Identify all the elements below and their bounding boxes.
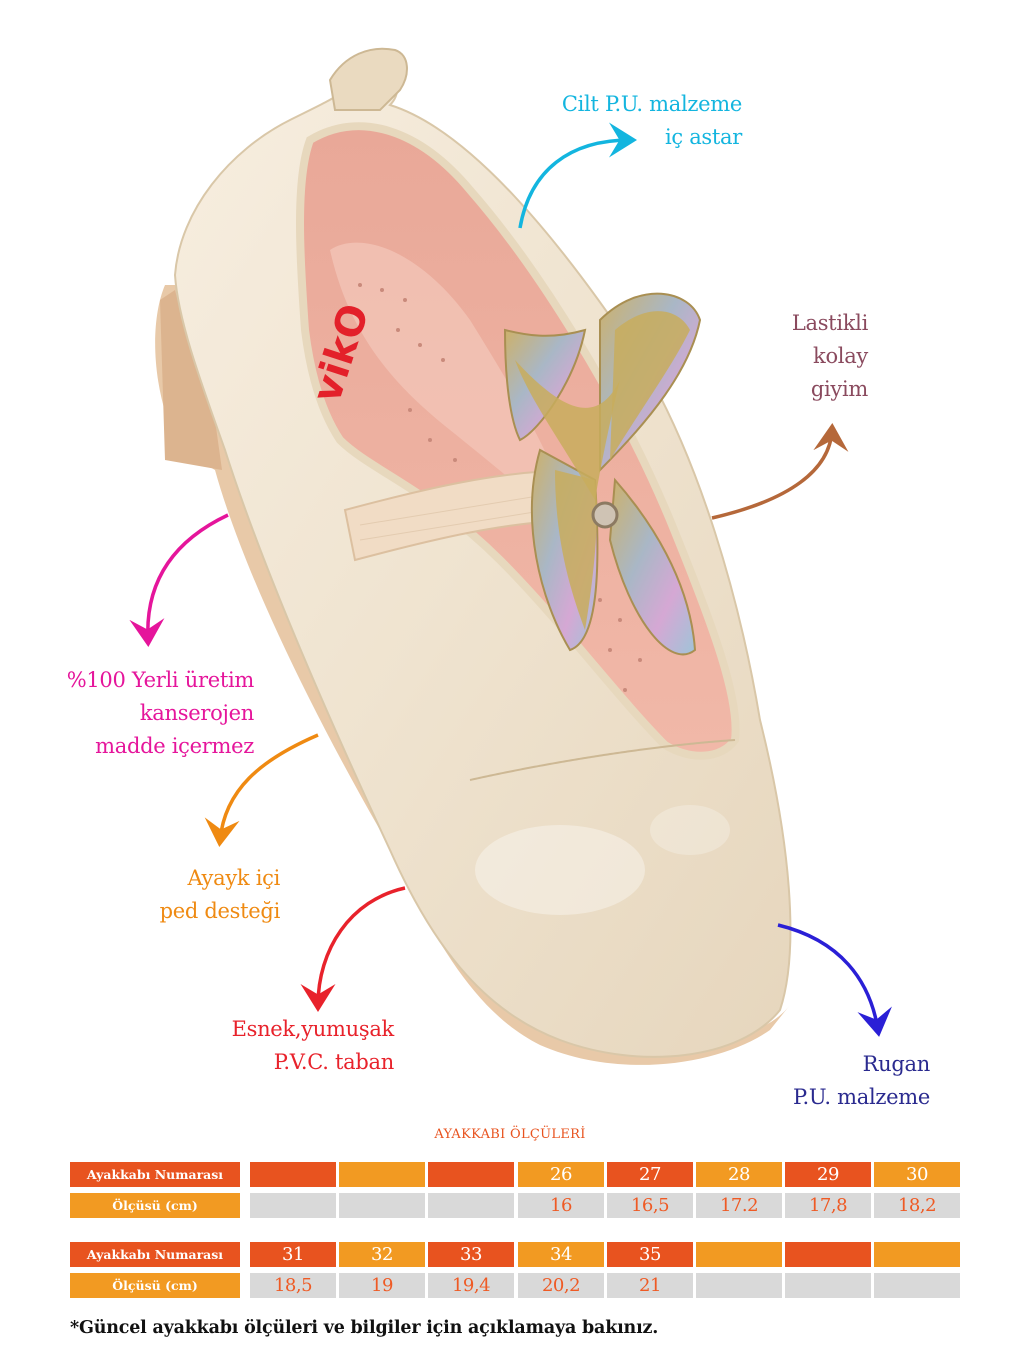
measure-cell: 17.2 [696, 1193, 782, 1218]
annotation-lining-line-2: iç astar [664, 125, 742, 149]
size-cell [428, 1162, 514, 1187]
size-row-label: Ayakkabı Numarası [70, 1242, 240, 1267]
annotation-insole-line-2: ped desteği [159, 899, 281, 923]
measure-cell: 18,2 [874, 1193, 960, 1218]
measure-cell [339, 1193, 425, 1218]
insole [330, 242, 580, 540]
size-cell [339, 1162, 425, 1187]
measure-cell: 17,8 [785, 1193, 871, 1218]
annotation-patent-line-2: P.U. malzeme [792, 1085, 930, 1109]
arrow-insole [204, 733, 319, 847]
measure-cell: 18,5 [250, 1273, 336, 1298]
annotation-local-line-2: kanserojen [139, 701, 254, 725]
size-cell: 34 [518, 1242, 604, 1267]
annotation-local-production: %100 Yerli üretim kanserojen madde içerm… [66, 664, 255, 763]
toe-seam [469, 739, 736, 781]
measure-cell: 19,4 [428, 1273, 514, 1298]
annotation-sole: Esnek,yumuşak P.V.C. taban [231, 1013, 395, 1079]
annotation-local-line-1: %100 Yerli üretim [66, 668, 255, 692]
size-cell: 27 [607, 1162, 693, 1187]
size-row-label: Ayakkabı Numarası [70, 1162, 240, 1187]
measure-row-label: Ölçüsü (cm) [70, 1193, 240, 1218]
shoe-illustration: vikO [129, 47, 892, 1065]
size-cell [785, 1242, 871, 1267]
arrow-sole [300, 886, 406, 1012]
toe-gloss [475, 825, 645, 915]
arrow-elastic [711, 423, 849, 520]
measure-cell: 20,2 [518, 1273, 604, 1298]
annotation-local-line-3: madde içermez [95, 734, 254, 758]
annotation-sole-line-2: P.V.C. taban [273, 1050, 395, 1074]
measure-row-label: Ölçüsü (cm) [70, 1273, 240, 1298]
arrow-local [129, 513, 229, 647]
size-cell: 35 [607, 1242, 693, 1267]
size-cell: 33 [428, 1242, 514, 1267]
size-cell [250, 1162, 336, 1187]
size-cell: 32 [339, 1242, 425, 1267]
measure-cell [696, 1273, 782, 1298]
arrow-lining [518, 122, 637, 229]
measure-cell: 16 [518, 1193, 604, 1218]
annotation-insole-line-1: Ayayk içi [187, 866, 281, 890]
measure-cell [874, 1273, 960, 1298]
size-table-title: AYAKKABI ÖLÇÜLERİ [434, 1127, 586, 1142]
measure-cell [428, 1193, 514, 1218]
annotation-elastic-line-3: giyim [810, 377, 868, 401]
size-cell [696, 1242, 782, 1267]
annotation-lining-line-1: Cilt P.U. malzeme [561, 92, 742, 116]
measure-cell [250, 1193, 336, 1218]
annotation-patent-line-1: Rugan [862, 1052, 931, 1076]
size-cell: 29 [785, 1162, 871, 1187]
shoe-heel [160, 290, 222, 470]
size-cell: 28 [696, 1162, 782, 1187]
annotation-elastic: Lastikli kolay giyim [792, 307, 868, 406]
size-cell: 30 [874, 1162, 960, 1187]
arrow-patent [777, 923, 892, 1037]
annotation-sole-line-1: Esnek,yumuşak [231, 1017, 395, 1041]
annotation-elastic-line-2: kolay [813, 344, 868, 368]
size-cell [874, 1242, 960, 1267]
measure-cell: 21 [607, 1273, 693, 1298]
butterfly-ornament [503, 292, 702, 656]
annotation-patent: Rugan P.U. malzeme [793, 1048, 930, 1114]
annotation-lining: Cilt P.U. malzeme iç astar [562, 88, 742, 154]
size-cell: 26 [518, 1162, 604, 1187]
measure-cell: 16,5 [607, 1193, 693, 1218]
annotation-insole: Ayayk içi ped desteği [159, 862, 281, 928]
measure-cell: 19 [339, 1273, 425, 1298]
heel-tab [328, 47, 408, 111]
annotation-elastic-line-1: Lastikli [791, 311, 868, 335]
insole-perforations [358, 283, 642, 692]
footnote: *Güncel ayakkabı ölçüleri ve bilgiler iç… [70, 1318, 659, 1338]
size-cell: 31 [250, 1242, 336, 1267]
measure-cell [785, 1273, 871, 1298]
